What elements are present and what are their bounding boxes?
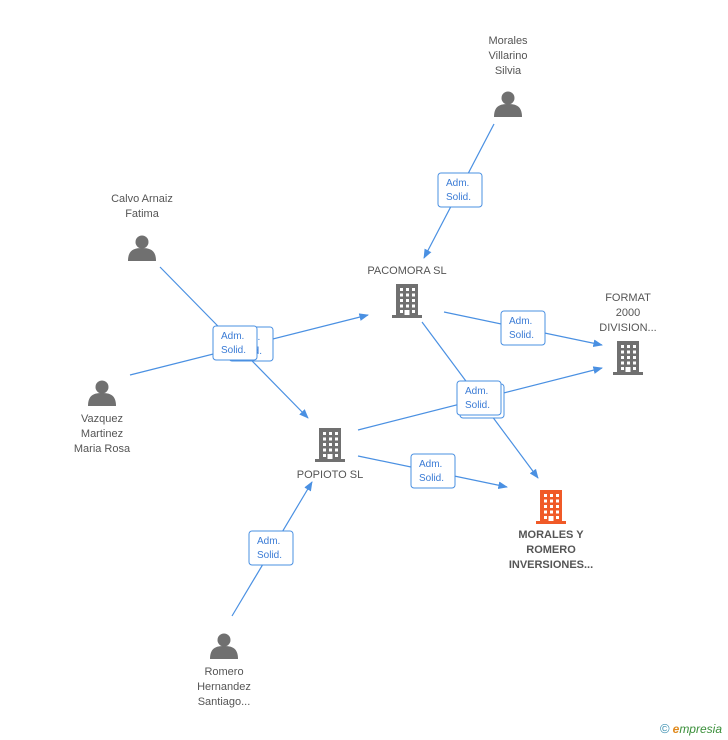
node-label: Romero (204, 666, 243, 678)
edge-label-pacomora-to-format2000[interactable]: Adm. Solid. (500, 310, 546, 346)
edge-label-popioto-to-morales_romero[interactable]: Adm. Solid. (410, 453, 456, 489)
brand-name: mpresia (679, 722, 722, 736)
footer-brand: ©empresia (660, 721, 722, 736)
edge-label-text: Adm. (465, 386, 488, 397)
edge-label-vazquez_martinez-to-pacomora[interactable]: Adm. Solid. (212, 325, 258, 361)
node-label: 2000 (616, 307, 640, 319)
node-label: POPIOTO SL (297, 469, 363, 481)
node-label: Vazquez (81, 413, 123, 425)
edge-label-text: Solid. (257, 550, 282, 561)
person-icon (494, 91, 522, 117)
edge-label-text: Adm. (221, 331, 244, 342)
node-label: Fatima (125, 208, 160, 220)
edge-label-text: Solid. (419, 473, 444, 484)
node-label: Villarino (489, 50, 528, 62)
person-icon (128, 235, 156, 261)
edge-label-text: Adm. (257, 536, 280, 547)
edge-label-morales_villarino-to-pacomora[interactable]: Adm. Solid. (437, 172, 483, 208)
edge-label-box (500, 310, 546, 346)
building-icon (315, 428, 345, 462)
edge-label-box (212, 325, 258, 361)
edge-label-text: Solid. (509, 330, 534, 341)
node-pacomora[interactable]: PACOMORA SL (367, 265, 447, 318)
building-icon (536, 490, 566, 524)
node-popioto[interactable]: POPIOTO SL (297, 428, 363, 481)
copyright-symbol: © (660, 721, 670, 736)
edge-label-text: Adm. (446, 178, 469, 189)
building-icon (613, 341, 643, 375)
node-label: Morales (488, 35, 528, 47)
edge-label-text: Adm. (419, 459, 442, 470)
node-label: DIVISION... (599, 322, 656, 334)
node-label: Hernandez (197, 681, 251, 693)
node-label: MORALES Y (518, 529, 584, 541)
edges-layer: Adm. Solid. Adm. Solid. Adm. Solid. Adm. Solid.… (129, 123, 603, 617)
person-icon (210, 633, 238, 659)
edge-label-text: Adm. (509, 316, 532, 327)
edge-label-box (437, 172, 483, 208)
node-label: Calvo Arnaiz (111, 193, 173, 205)
node-romero_hernandez[interactable]: RomeroHernandezSantiago... (197, 633, 251, 709)
edge-label-text: Solid. (446, 192, 471, 203)
edge-label-text: Solid. (221, 345, 246, 356)
node-format2000[interactable]: FORMAT 2000DIVISION... (599, 292, 657, 375)
edge-label-box (410, 453, 456, 489)
edge-label-box (456, 380, 502, 416)
node-label: Maria Rosa (74, 443, 131, 455)
node-label: Martinez (81, 428, 123, 440)
node-morales_romero[interactable]: MORALES Y ROMERO INVERSIONES... (509, 490, 593, 571)
edge-label-text: Solid. (465, 400, 490, 411)
node-label: Santiago... (198, 696, 251, 708)
brand-initial: e (672, 722, 680, 736)
node-label: INVERSIONES... (509, 559, 593, 571)
node-label: ROMERO (526, 544, 576, 556)
node-label: PACOMORA SL (367, 265, 446, 277)
node-label: FORMAT (605, 292, 651, 304)
edge-label-popioto-to-format2000[interactable]: Adm. Solid. (456, 380, 502, 416)
edge-label-box (248, 530, 294, 566)
person-icon (88, 380, 116, 406)
node-label: Silvia (495, 65, 522, 77)
edge-label-romero_hernandez-to-popioto[interactable]: Adm. Solid. (248, 530, 294, 566)
building-icon (392, 284, 422, 318)
